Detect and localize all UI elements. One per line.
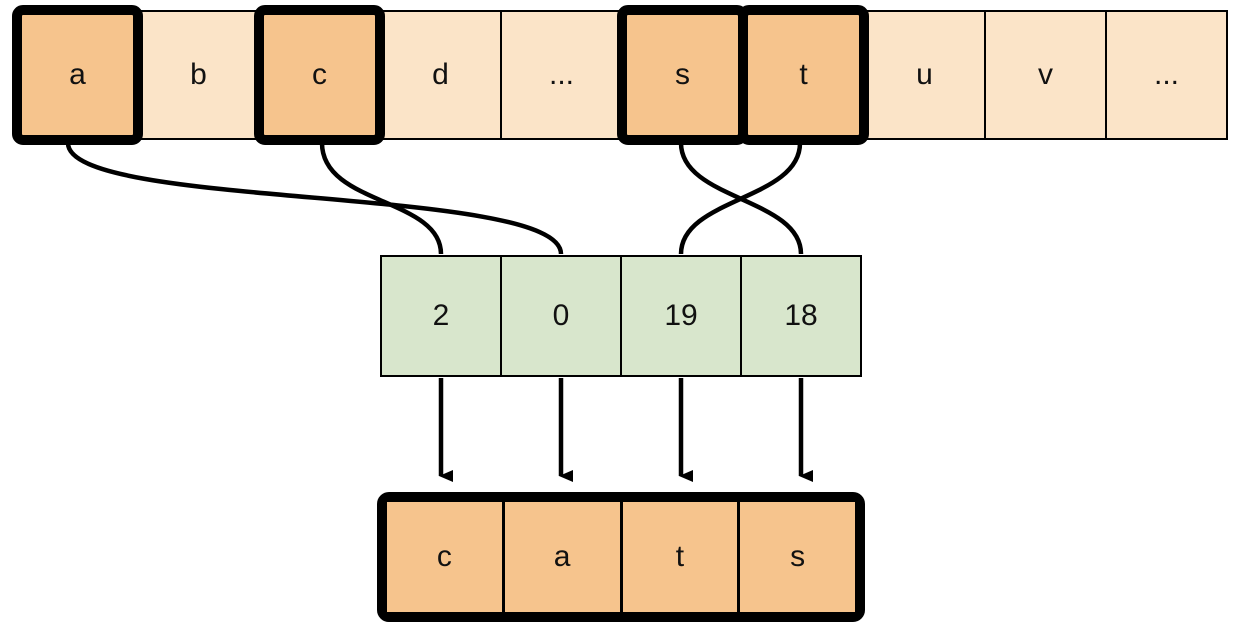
vocab-cell-u: u (863, 10, 986, 140)
vocab-cell-b: b (137, 10, 260, 140)
vocab-cell-ellipsis-2: ... (1105, 10, 1228, 140)
vocab-cell-label: v (1038, 58, 1053, 91)
output-cell-label: c (436, 540, 452, 573)
vocab-cell-label: a (69, 58, 86, 91)
vocab-cell-c: c (254, 5, 385, 145)
vocab-cell-a: a (12, 5, 143, 145)
index-cell-19: 19 (620, 255, 742, 377)
index-cell-label: 2 (432, 299, 450, 332)
index-cell-label: 19 (664, 299, 698, 332)
vocab-cell-t: t (738, 5, 869, 145)
vocab-cell-d: d (379, 10, 502, 140)
connector-t-to-19 (678, 142, 803, 255)
vocab-cell-s: s (617, 5, 748, 145)
output-word-frame: c a t s (377, 492, 865, 622)
vocab-cell-label: ... (548, 58, 574, 91)
vocab-cell-v: v (984, 10, 1107, 140)
output-cell-a: a (501, 502, 620, 612)
output-cell-t: t (619, 502, 738, 612)
index-cell-2: 2 (380, 255, 502, 377)
index-cell-label: 0 (552, 299, 570, 332)
vocab-cell-label: d (432, 58, 449, 91)
index-cell-label: 18 (784, 299, 818, 332)
output-cell-label: t (675, 540, 685, 573)
vocab-cell-label: ... (1153, 58, 1179, 91)
connector-s-to-18 (678, 142, 804, 255)
index-cell-0: 0 (500, 255, 622, 377)
vocab-cell-label: t (799, 58, 808, 91)
output-cell-s: s (737, 502, 855, 612)
vocab-cell-label: u (916, 58, 933, 91)
connector-a-to-0 (65, 142, 564, 255)
vocab-cell-label: c (312, 58, 327, 91)
vocab-cell-label: s (675, 58, 690, 91)
output-cell-c: c (387, 502, 502, 612)
connector-c-to-2 (319, 142, 444, 255)
output-cell-label: a (553, 540, 571, 573)
vocab-cell-ellipsis-1: ... (500, 10, 623, 140)
output-cell-label: s (790, 540, 806, 573)
index-cell-18: 18 (740, 255, 862, 377)
vocab-cell-label: b (190, 58, 207, 91)
